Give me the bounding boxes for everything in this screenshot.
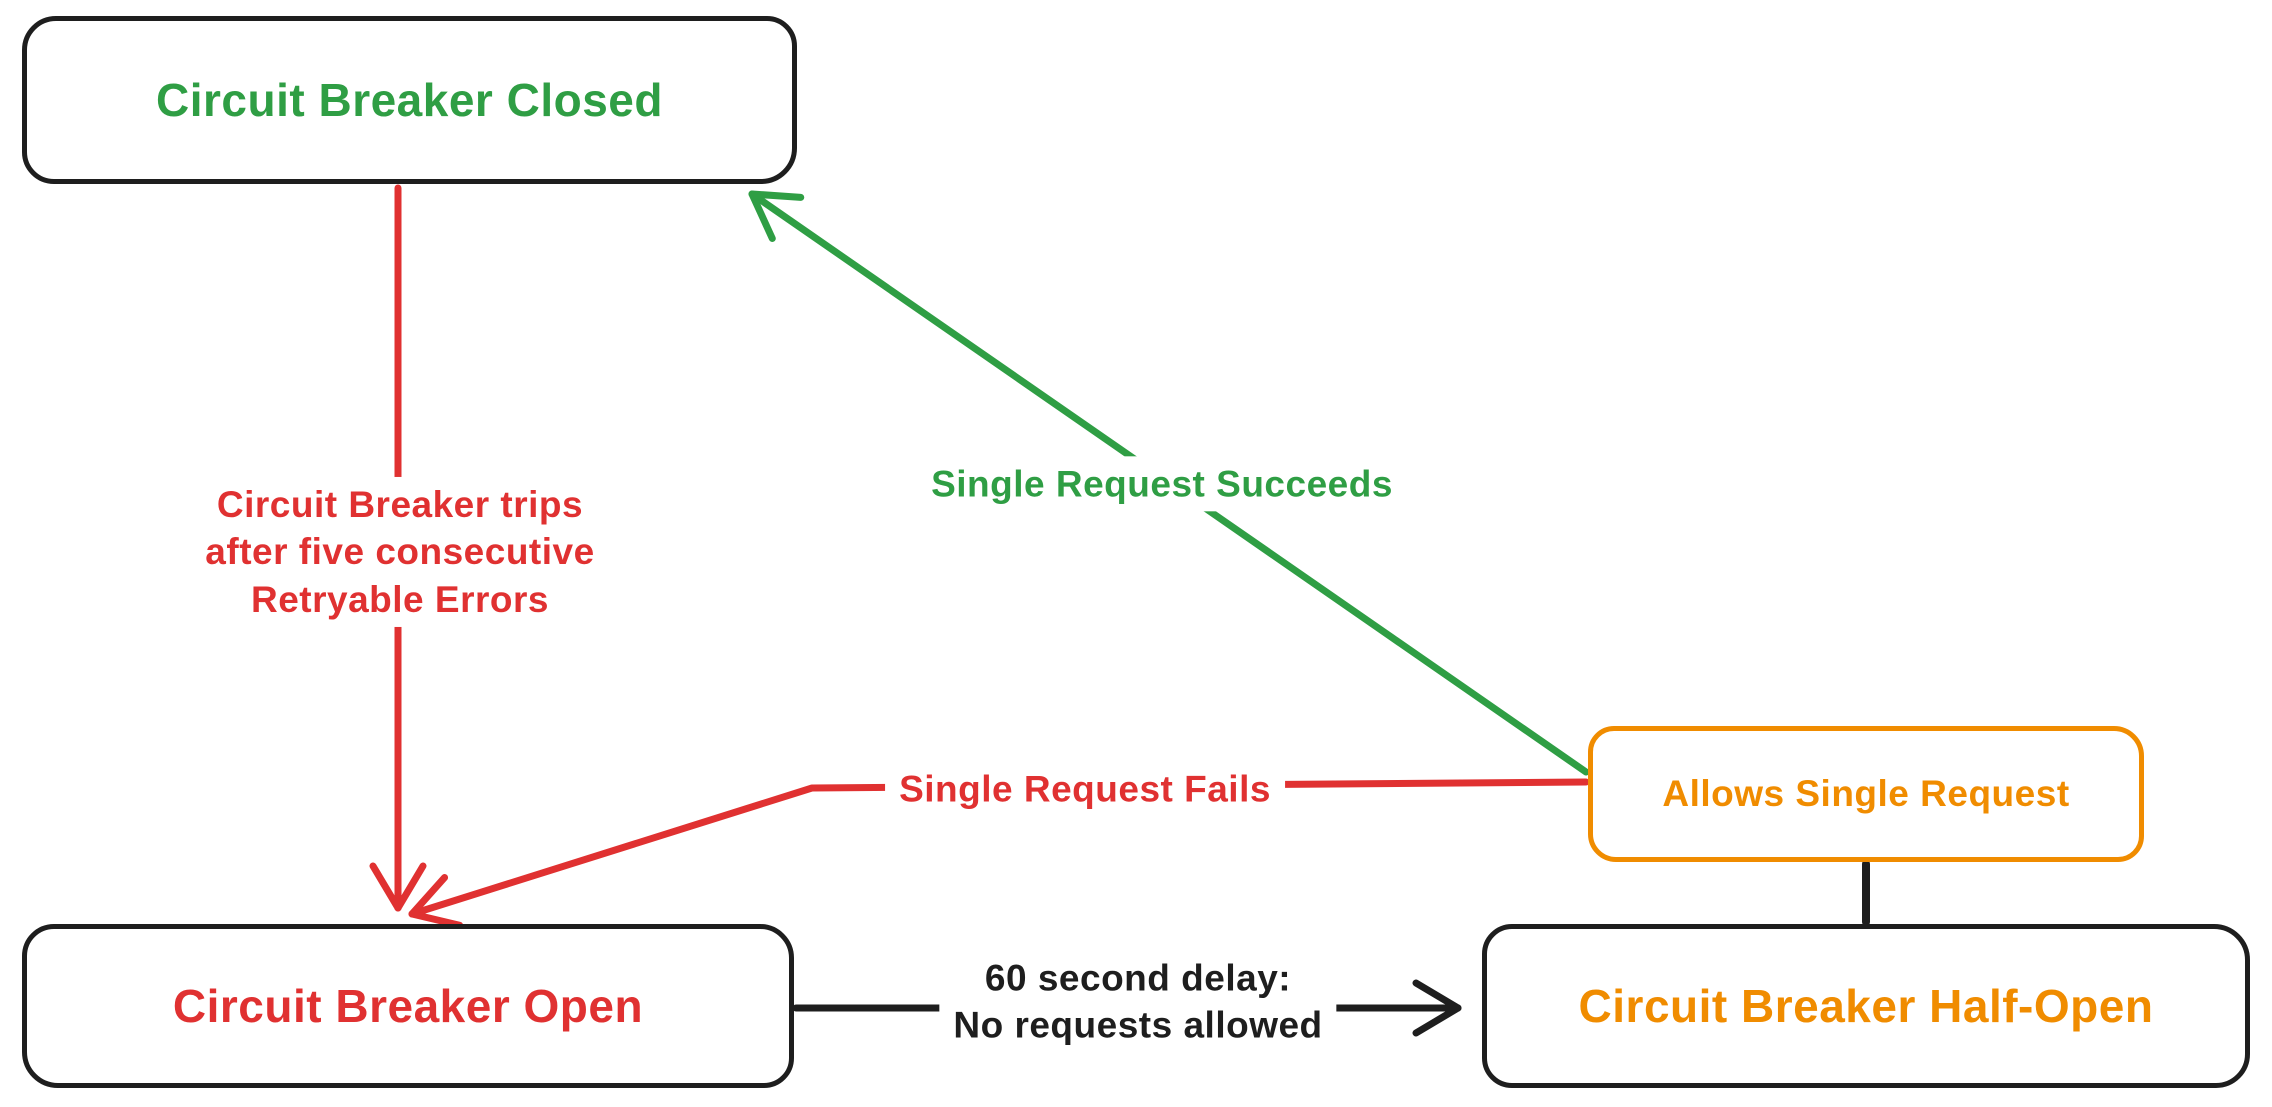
edge-label-fail: Single Request Fails <box>885 761 1285 817</box>
edge-label-delay: 60 second delay: No requests allowed <box>939 950 1337 1054</box>
node-circuit-breaker-open: Circuit Breaker Open <box>22 924 794 1088</box>
node-label-allows: Allows Single Request <box>1662 773 2070 814</box>
edge-label-trip: Circuit Breaker trips after five consecu… <box>191 476 609 628</box>
node-label-closed: Circuit Breaker Closed <box>156 74 663 126</box>
edge-fail-arrow <box>408 778 1590 929</box>
node-allows-single-request: Allows Single Request <box>1588 726 2144 862</box>
node-circuit-breaker-half-open: Circuit Breaker Half-Open <box>1482 924 2250 1088</box>
node-label-half-open: Circuit Breaker Half-Open <box>1578 980 2154 1032</box>
edge-label-succeed: Single Request Succeeds <box>917 456 1407 512</box>
node-label-open: Circuit Breaker Open <box>172 980 644 1032</box>
node-circuit-breaker-closed: Circuit Breaker Closed <box>22 16 797 184</box>
